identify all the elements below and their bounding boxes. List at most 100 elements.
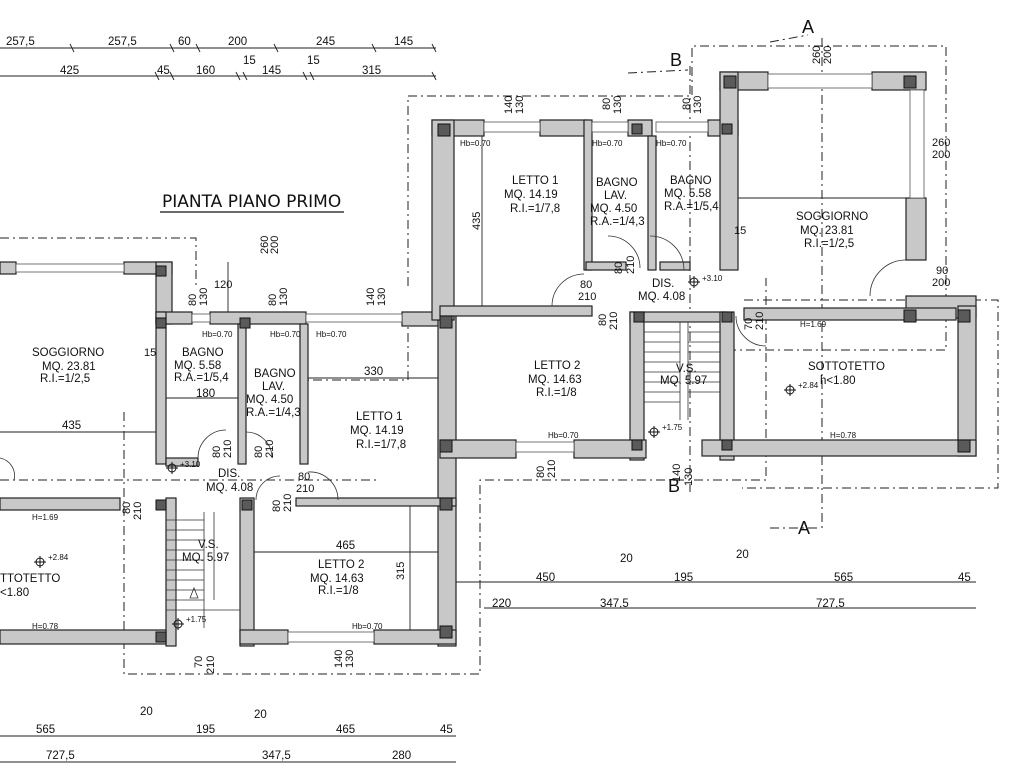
room-letto2-right: LETTO 2 — [534, 360, 580, 372]
svg-text:210: 210 — [264, 440, 276, 458]
svg-text:80: 80 — [580, 279, 592, 291]
svg-text:200: 200 — [932, 149, 950, 161]
svg-text:180: 180 — [196, 388, 215, 400]
svg-text:MQ. 4.50: MQ. 4.50 — [590, 203, 637, 215]
svg-text:260: 260 — [932, 137, 950, 149]
dim-top-3: 60 — [178, 36, 191, 48]
svg-text:140: 140 — [333, 650, 345, 668]
svg-text:H=1.69: H=1.69 — [32, 513, 59, 522]
svg-text:R.I.=1/7,8: R.I.=1/7,8 — [356, 439, 406, 451]
right-unit-labels: LETTO 1 MQ. 14.19 R.I.=1/7,8 BAGNO LAV. … — [460, 46, 950, 486]
svg-text:R.A.=1/4,3: R.A.=1/4,3 — [246, 407, 301, 419]
dim-top-6: 145 — [394, 36, 413, 48]
dim-top2-7: 315 — [362, 65, 381, 77]
room-letto2-left: LETTO 2 — [318, 559, 364, 571]
svg-text:+2.84: +2.84 — [798, 381, 819, 390]
windows — [15, 73, 925, 643]
dim-bot-4: 20 — [254, 709, 267, 721]
room-bagno-lav-left: BAGNO — [254, 368, 296, 380]
section-mark-a-top: A — [802, 17, 814, 37]
dim-top2-1: 425 — [60, 65, 79, 77]
dim-bot-1: 565 — [36, 724, 55, 736]
svg-text:80: 80 — [211, 446, 223, 458]
svg-text:210: 210 — [205, 656, 217, 674]
svg-text:80: 80 — [601, 98, 613, 110]
internal-dimension-lines — [0, 136, 906, 630]
plan-title: PIANTA PIANO PRIMO — [162, 192, 341, 212]
room-sottotetto-right: SOTTOTETTO — [808, 361, 885, 373]
svg-text:Hb=0.70: Hb=0.70 — [460, 139, 491, 148]
top-dimension-lines — [0, 43, 437, 81]
svg-text:MQ. 14.19: MQ. 14.19 — [350, 425, 404, 437]
dim-bot-3: 195 — [196, 724, 215, 736]
svg-text:Hb=0.70: Hb=0.70 — [202, 330, 233, 339]
room-bagno-left: BAGNO — [182, 347, 224, 359]
svg-text:MQ. 14.63: MQ. 14.63 — [310, 573, 364, 585]
svg-text:210: 210 — [608, 312, 620, 330]
room-vs-left: V.S. — [198, 539, 219, 551]
svg-text:80: 80 — [597, 314, 609, 326]
bottom-dimension-lines — [0, 735, 456, 763]
dim-top2-4: 15 — [243, 55, 256, 67]
level-marker-icon — [34, 556, 46, 568]
svg-text:90: 90 — [936, 265, 948, 277]
svg-text:<1.80: <1.80 — [0, 587, 29, 599]
svg-text:15: 15 — [734, 225, 746, 237]
svg-text:+2.84: +2.84 — [48, 553, 69, 562]
room-letto1-left: LETTO 1 — [356, 411, 402, 423]
section-mark-b-bottom: B — [668, 476, 680, 496]
svg-text:Hb=0.70: Hb=0.70 — [352, 622, 383, 631]
svg-text:210: 210 — [754, 312, 766, 330]
svg-text:260: 260 — [259, 236, 271, 254]
svg-text:130: 130 — [344, 650, 356, 668]
svg-text:130: 130 — [376, 288, 388, 306]
svg-text:R.I.=1/2,5: R.I.=1/2,5 — [804, 238, 854, 250]
level-marker-icon — [688, 276, 700, 288]
svg-text:435: 435 — [471, 212, 483, 230]
svg-text:MQ. 5.97: MQ. 5.97 — [182, 552, 229, 564]
doors — [0, 235, 907, 501]
svg-text:120: 120 — [214, 279, 232, 291]
dim-bot2-3: 280 — [392, 750, 411, 762]
svg-text:210: 210 — [132, 502, 144, 520]
svg-text:80: 80 — [253, 446, 265, 458]
svg-text:130: 130 — [692, 96, 704, 114]
svg-text:210: 210 — [282, 494, 294, 512]
svg-text:140: 140 — [365, 288, 377, 306]
dim-bot2-2: 347,5 — [262, 750, 291, 762]
dim-mid2-1: 220 — [492, 598, 511, 610]
dim-top-1: 257,5 — [6, 36, 35, 48]
svg-text:210: 210 — [625, 256, 637, 274]
svg-text:210: 210 — [578, 291, 596, 303]
dim-mid2-3: 727,5 — [816, 598, 845, 610]
svg-text:H=0.78: H=0.78 — [830, 431, 857, 440]
svg-text:R.I.=1/8: R.I.=1/8 — [318, 585, 359, 597]
svg-text:140: 140 — [503, 96, 515, 114]
svg-text:h<1.80: h<1.80 — [820, 375, 856, 387]
dim-mid2-2: 347,5 — [600, 598, 629, 610]
svg-text:R.I.=1/7,8: R.I.=1/7,8 — [510, 203, 560, 215]
svg-text:210: 210 — [296, 483, 314, 495]
room-soggiorno-right: SOGGIORNO — [796, 211, 868, 223]
room-vs-right: V.S. — [676, 363, 697, 375]
svg-text:R.I.=1/2,5: R.I.=1/2,5 — [40, 373, 90, 385]
svg-text:130: 130 — [514, 96, 526, 114]
right-dimension-lines — [455, 546, 976, 609]
svg-text:R.A.=1/5,4: R.A.=1/5,4 — [174, 372, 229, 384]
stair-left — [166, 512, 241, 628]
section-mark-a-bottom: A — [798, 518, 810, 538]
svg-text:435: 435 — [62, 420, 81, 432]
svg-text:MQ. 14.63: MQ. 14.63 — [528, 374, 582, 386]
svg-text:Hb=0.70: Hb=0.70 — [270, 330, 301, 339]
dim-mid-4: 20 — [736, 549, 749, 561]
dim-bot-5: 465 — [336, 724, 355, 736]
section-line-a — [769, 34, 823, 529]
room-bagno-right: BAGNO — [670, 175, 712, 187]
dashed-outlines — [0, 45, 999, 675]
dim-mid-1: 450 — [536, 572, 555, 584]
svg-text:15: 15 — [144, 347, 156, 359]
svg-text:R.A.=1/5,4: R.A.=1/5,4 — [664, 201, 719, 213]
svg-text:MQ. 5.58: MQ. 5.58 — [174, 360, 221, 372]
svg-text:200: 200 — [932, 277, 950, 289]
